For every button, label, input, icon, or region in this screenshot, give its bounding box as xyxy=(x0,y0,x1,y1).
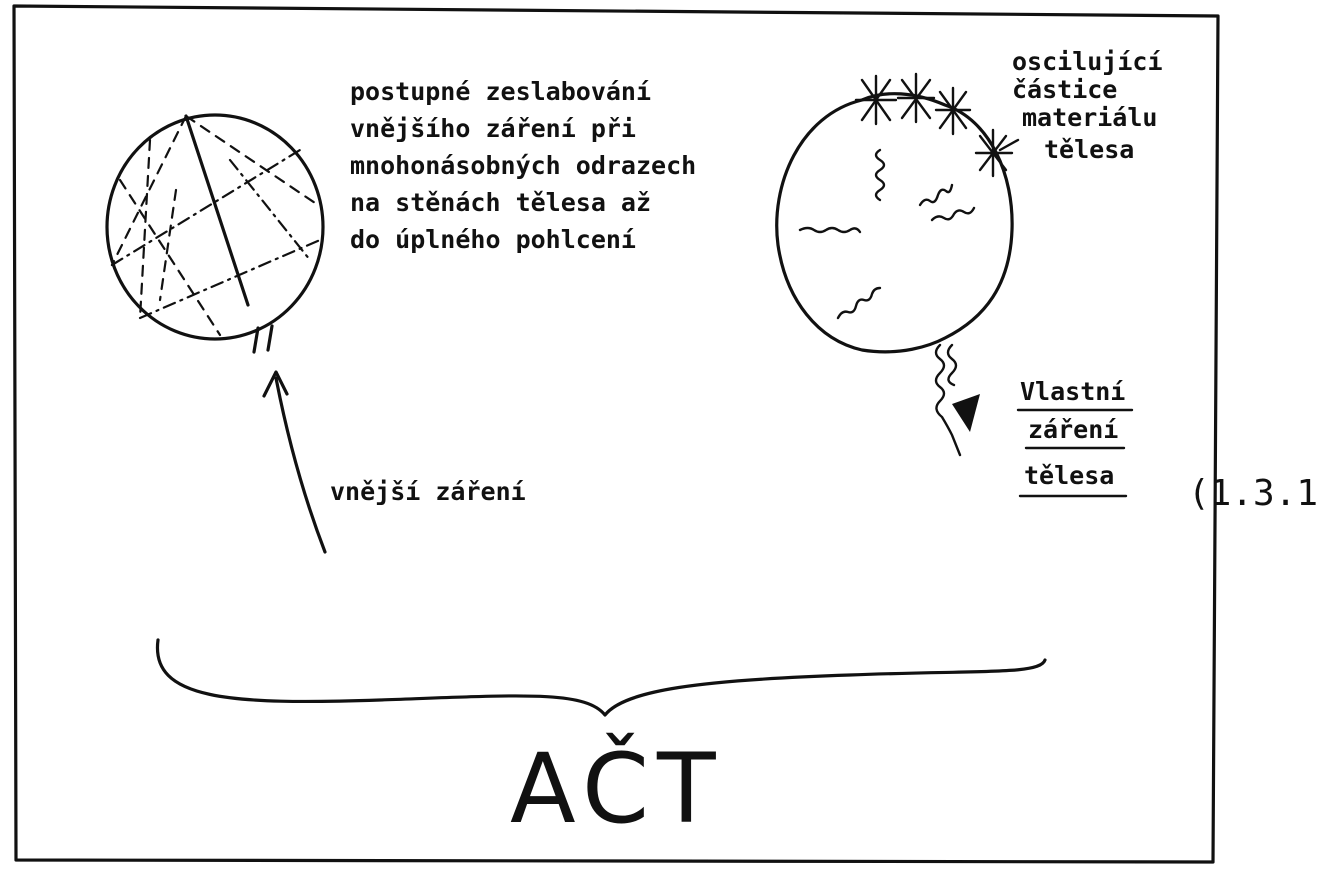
oscillating-particle-icon xyxy=(898,74,934,122)
oscillating-particle-icon xyxy=(976,130,1012,176)
emitting-body-outline xyxy=(777,94,1012,352)
caption-line: postupné zeslabování xyxy=(350,77,651,106)
reflection-ray xyxy=(120,180,220,335)
incoming-radiation-arrow xyxy=(264,372,325,552)
entry-mark xyxy=(268,326,272,350)
emitted-radiation-label: Vlastní záření tělesa xyxy=(1018,377,1132,496)
caption-line: do úplného pohlcení xyxy=(350,225,636,254)
reflection-ray xyxy=(186,116,318,205)
label-line: tělesa xyxy=(1044,135,1134,164)
caption-line: mnohonásobných odrazech xyxy=(350,151,696,180)
emission-label-line: záření xyxy=(1028,415,1118,444)
oscillating-particle-icon xyxy=(856,76,896,124)
absorbing-body xyxy=(107,115,323,352)
reflection-ray xyxy=(112,150,300,265)
absorbing-body-circle xyxy=(107,115,323,339)
vibration-squiggle xyxy=(920,185,952,205)
label-line: oscilující xyxy=(1012,47,1163,76)
vibration-squiggle xyxy=(838,288,880,318)
reflection-ray-solid xyxy=(186,116,248,305)
equation-number: (1.3.1) xyxy=(1188,473,1324,514)
vibration-squiggle xyxy=(932,208,974,220)
oscillating-particle-icon xyxy=(936,88,970,134)
bottom-label: AČT xyxy=(510,732,724,845)
incoming-radiation-label: vnější záření xyxy=(330,477,526,506)
emission-label-line: tělesa xyxy=(1024,461,1114,490)
caption-line: na stěnách tělesa až xyxy=(350,188,651,217)
oscillating-particles-label: oscilující částice materiálu tělesa xyxy=(1012,47,1178,164)
vibration-squiggle xyxy=(876,150,884,200)
curly-brace xyxy=(157,640,1045,715)
caption-absorption: postupné zeslabování vnějšího záření při… xyxy=(350,77,711,254)
caption-line: vnějšího záření při xyxy=(350,114,636,143)
emitted-radiation-arrow xyxy=(936,345,980,455)
reflection-ray xyxy=(140,140,150,318)
emitted-arrow-head xyxy=(952,394,980,432)
label-line: materiálu xyxy=(1022,103,1157,132)
emission-label-line: Vlastní xyxy=(1020,377,1125,406)
reflection-ray xyxy=(230,160,310,260)
emitting-body xyxy=(777,74,1012,352)
vibration-squiggle xyxy=(800,228,860,232)
label-line: částice xyxy=(1012,75,1117,104)
